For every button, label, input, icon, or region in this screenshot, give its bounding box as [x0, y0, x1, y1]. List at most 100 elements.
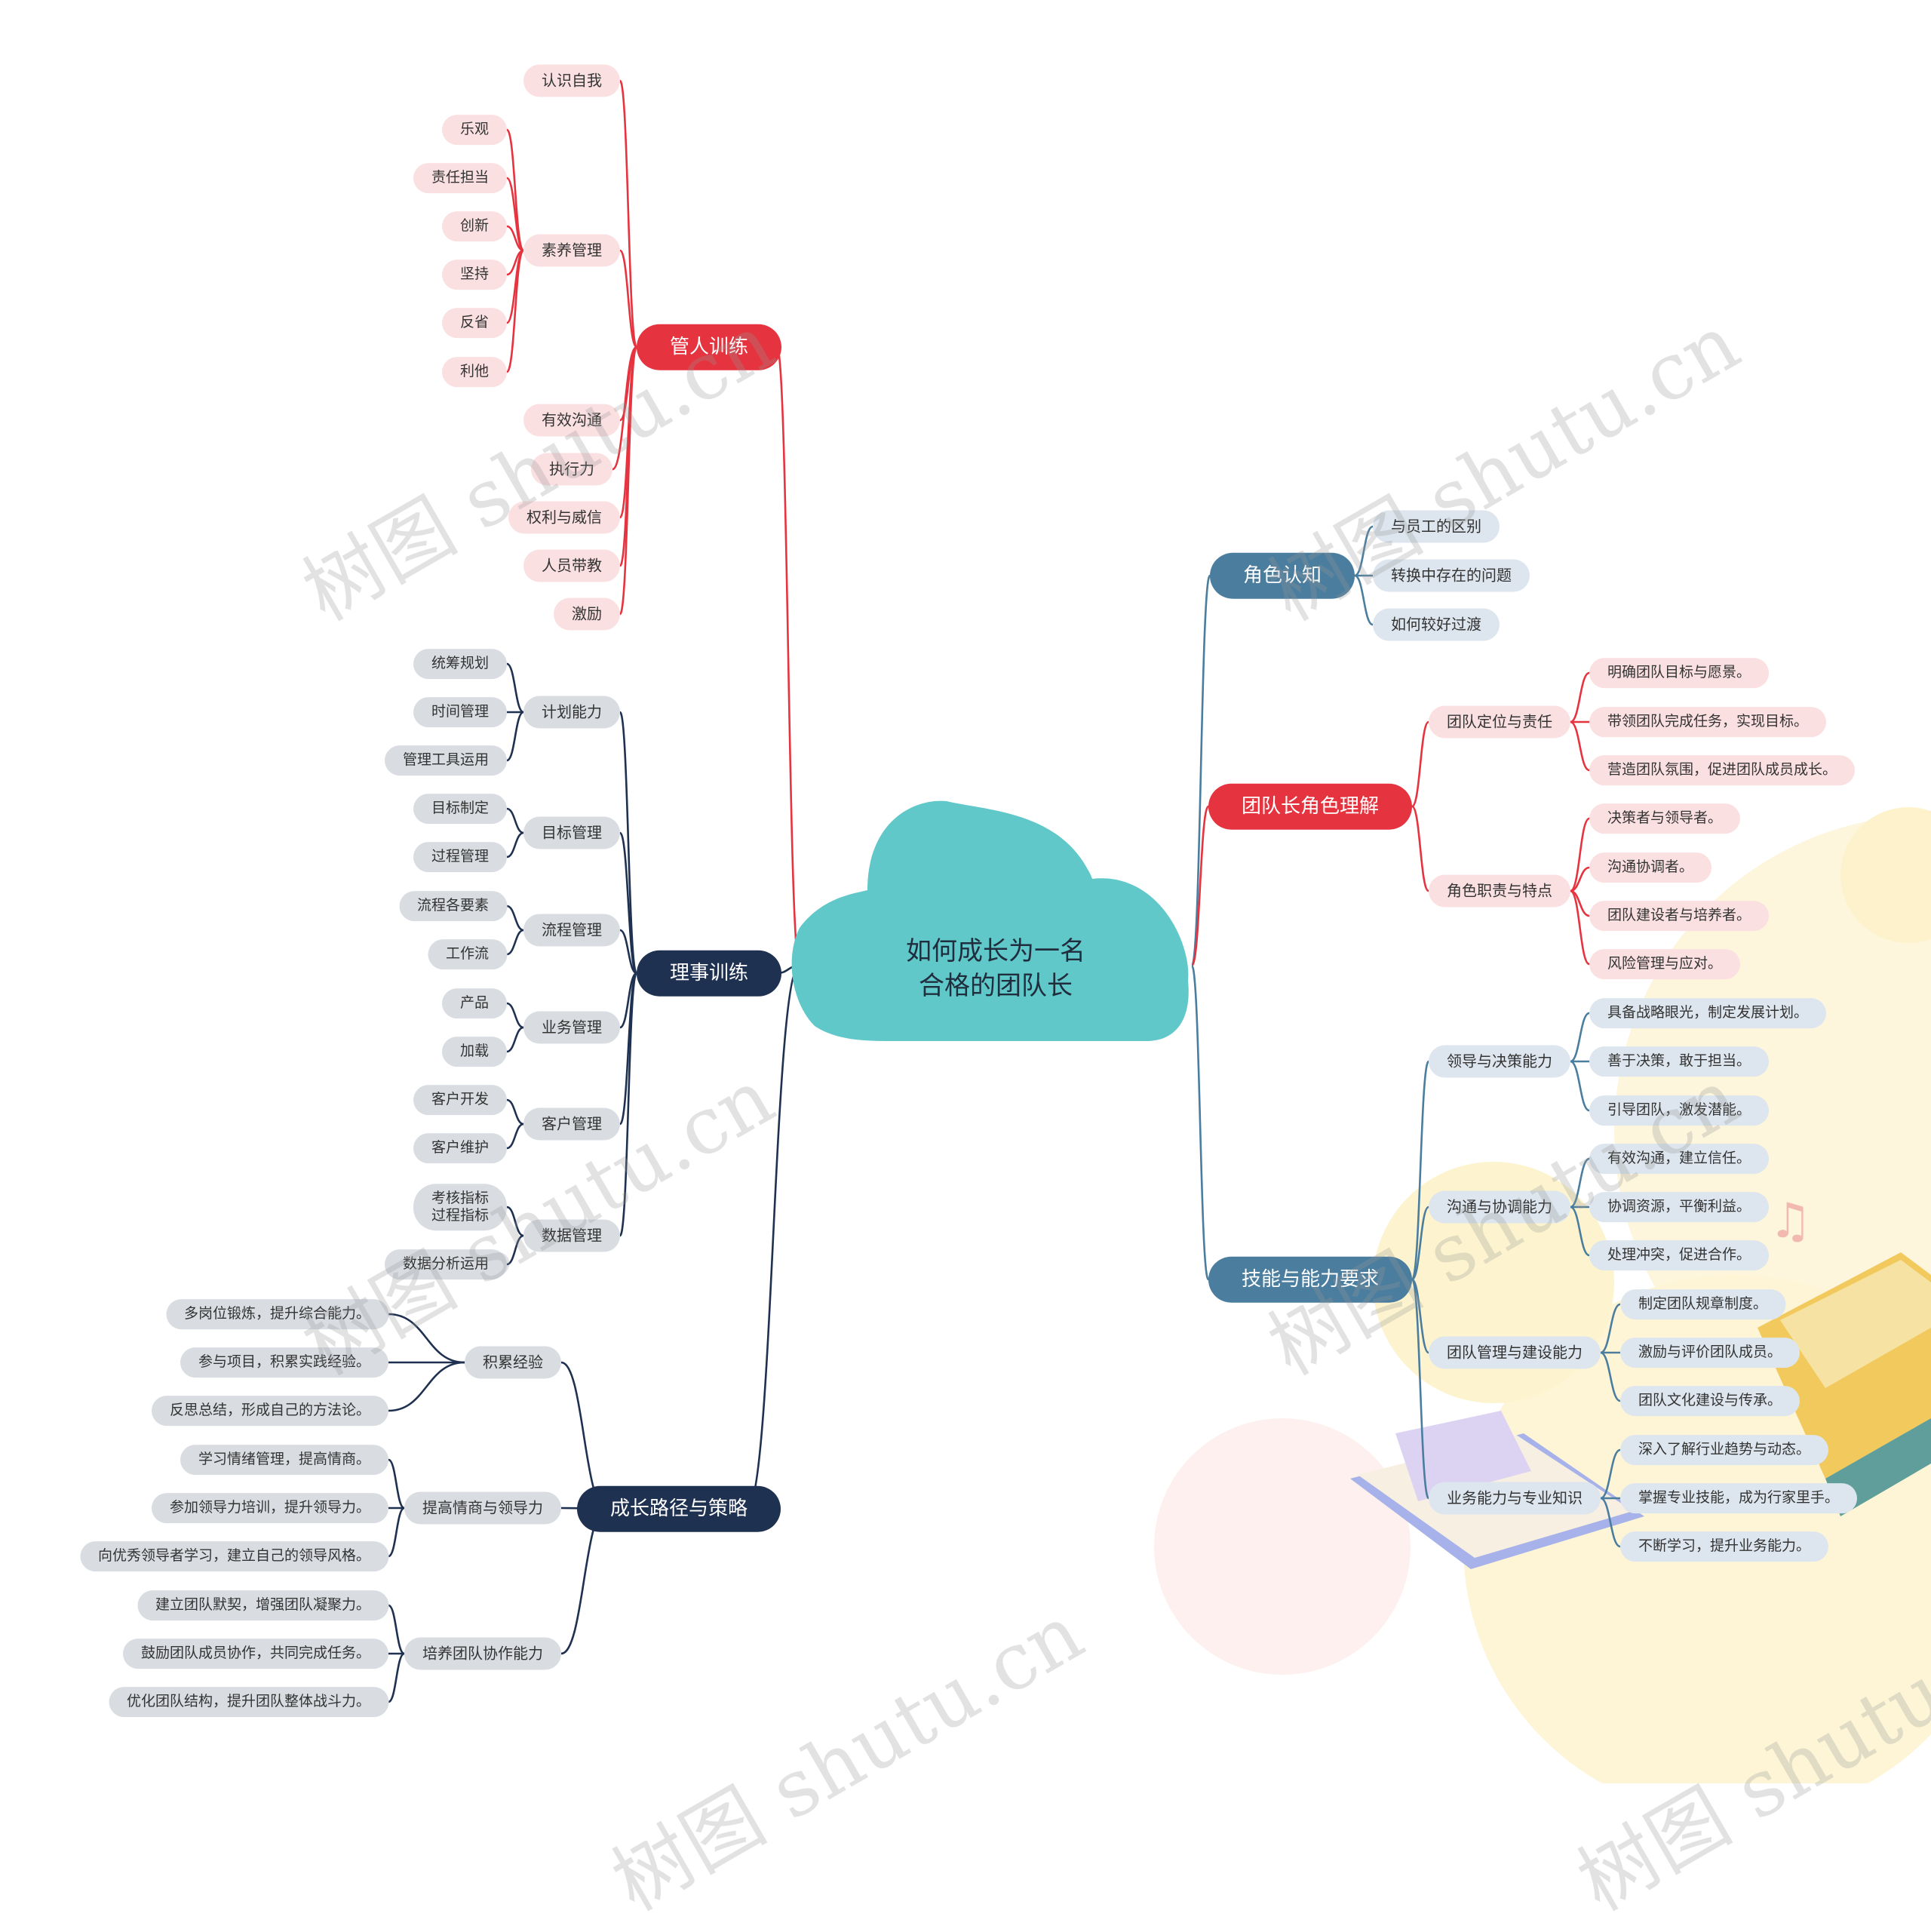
connector-line — [619, 831, 638, 975]
branch-r-2-sub-1[interactable]: 沟通与协调能力 — [1429, 1190, 1570, 1224]
branch-1-sub-4-leaf-1[interactable]: 客户维护 — [413, 1133, 508, 1163]
connector-line — [506, 1002, 524, 1029]
branch-0-sub-1-leaf-2[interactable]: 创新 — [441, 211, 508, 241]
branch-r-2-sub-0-leaf-2[interactable]: 引导团队，激发潜能。 — [1589, 1095, 1770, 1126]
connector-line — [1354, 525, 1374, 577]
branch-r-1-sub-0-leaf-0[interactable]: 明确团队目标与愿景。 — [1589, 658, 1770, 688]
branch-r-2-sub-1-leaf-2[interactable]: 处理冲突，促进合作。 — [1589, 1240, 1770, 1270]
branch-2-sub-2-leaf-1[interactable]: 鼓励团队成员协作，共同完成任务。 — [122, 1639, 389, 1669]
connector-line — [506, 831, 524, 858]
branch-0-sub-2[interactable]: 有效沟通 — [523, 404, 620, 437]
branch-1-sub-3-leaf-0[interactable]: 产品 — [441, 988, 508, 1018]
branch-0[interactable]: 管人训练 — [636, 324, 782, 370]
branch-r-1-sub-0-leaf-1[interactable]: 带领团队完成任务，实现目标。 — [1589, 707, 1827, 737]
branch-1-sub-1-leaf-1[interactable]: 过程管理 — [413, 842, 508, 872]
connector-line — [1570, 889, 1590, 966]
branch-1-sub-5[interactable]: 数据管理 — [523, 1219, 620, 1252]
branch-r-1-sub-1-leaf-3[interactable]: 风险管理与应对。 — [1589, 949, 1741, 979]
branch-0-sub-1-leaf-0[interactable]: 乐观 — [441, 115, 508, 145]
music-note-icon: ♫ — [1769, 1193, 1812, 1249]
branch-0-sub-3[interactable]: 执行力 — [531, 453, 612, 486]
connector-line — [619, 972, 638, 1237]
connector-line — [505, 177, 525, 252]
branch-r-2-sub-2-leaf-0[interactable]: 制定团队规章制度。 — [1619, 1289, 1786, 1319]
connector-line — [1411, 805, 1430, 892]
branch-2-sub-2-leaf-2[interactable]: 优化团队结构，提升团队整体战斗力。 — [108, 1687, 389, 1717]
connector-line — [1600, 1351, 1621, 1402]
branch-1-sub-2-leaf-0[interactable]: 流程各要素 — [398, 891, 508, 921]
branch-r-2-sub-3[interactable]: 业务能力与专业知识 — [1429, 1482, 1601, 1515]
branch-r-1-sub-0[interactable]: 团队定位与责任 — [1429, 705, 1570, 739]
connector-line — [506, 1098, 524, 1126]
center-topic[interactable]: 如何成长为一名 合格的团队长 — [906, 935, 1085, 1004]
connector-line — [1411, 1206, 1430, 1281]
branch-r-2-sub-2-leaf-1[interactable]: 激励与评价团队成员。 — [1619, 1338, 1801, 1368]
branch-0-sub-1-leaf-4[interactable]: 反省 — [441, 308, 508, 338]
branch-r-0-sub-0[interactable]: 与员工的区别 — [1373, 510, 1500, 543]
branch-1-sub-0-leaf-0[interactable]: 统筹规划 — [413, 649, 508, 679]
branch-1-sub-2-leaf-1[interactable]: 工作流 — [427, 939, 508, 969]
branch-r-2-sub-0-leaf-0[interactable]: 具备战略眼光，制定发展计划。 — [1589, 998, 1827, 1028]
connector-line — [1411, 720, 1430, 808]
branch-0-sub-4[interactable]: 权利与威信 — [508, 501, 620, 534]
branch-1-sub-5-leaf-1[interactable]: 数据分析运用 — [384, 1249, 508, 1279]
branch-1-sub-3-leaf-1[interactable]: 加载 — [441, 1037, 508, 1067]
branch-2-sub-0-leaf-1[interactable]: 参与项目，积累实践经验。 — [180, 1347, 389, 1378]
branch-r-2-sub-3-leaf-1[interactable]: 掌握专业技能，成为行家里手。 — [1619, 1483, 1858, 1513]
connector-line — [1570, 866, 1590, 892]
branch-r-2-sub-3-leaf-2[interactable]: 不断学习，提升业务能力。 — [1619, 1531, 1829, 1562]
branch-1-sub-0-leaf-2[interactable]: 管理工具运用 — [384, 745, 508, 776]
branch-1-sub-0[interactable]: 计划能力 — [523, 696, 620, 729]
branch-r-1-sub-1-leaf-0[interactable]: 决策者与领导者。 — [1589, 803, 1741, 834]
mind-map-canvas: ♫ 如何成长为一名 合格的团队长 管人训练 认识自我素养管理 乐观责任担当创新坚持反… — [79, 64, 1931, 1928]
branch-2-sub-0-leaf-0[interactable]: 多岗位锻炼，提升综合能力。 — [165, 1299, 389, 1329]
branch-r-2-sub-1-leaf-0[interactable]: 有效沟通，建立信任。 — [1589, 1144, 1770, 1174]
branch-r-0[interactable]: 角色认知 — [1209, 552, 1355, 599]
connector-line — [505, 249, 525, 373]
branch-1-sub-3[interactable]: 业务管理 — [523, 1011, 620, 1044]
branch-2-sub-0-leaf-2[interactable]: 反思总结，形成自己的方法论。 — [151, 1396, 389, 1426]
branch-2-sub-0[interactable]: 积累经验 — [465, 1346, 561, 1379]
branch-2-sub-1-leaf-2[interactable]: 向优秀领导者学习，建立自己的领导风格。 — [79, 1541, 389, 1571]
branch-2-sub-1-leaf-1[interactable]: 参加领导力培训，提升领导力。 — [151, 1493, 389, 1523]
branch-r-0-sub-1[interactable]: 转换中存在的问题 — [1373, 559, 1530, 592]
branch-1-sub-1-leaf-0[interactable]: 目标制定 — [413, 794, 508, 824]
branch-0-sub-1-leaf-5[interactable]: 利他 — [441, 357, 508, 387]
branch-r-2-sub-0-leaf-1[interactable]: 善于决策，敢于担当。 — [1589, 1046, 1770, 1077]
branch-1-sub-2[interactable]: 流程管理 — [523, 914, 620, 947]
branch-r-2-sub-3-leaf-0[interactable]: 深入了解行业趋势与动态。 — [1619, 1435, 1829, 1465]
branch-0-sub-1-leaf-1[interactable]: 责任担当 — [413, 163, 508, 193]
branch-1-sub-5-leaf-0[interactable]: 考核指标 过程指标 — [413, 1184, 508, 1230]
connector-line — [1600, 1448, 1621, 1500]
branch-0-sub-6[interactable]: 激励 — [554, 597, 620, 631]
branch-1-sub-0-leaf-1[interactable]: 时间管理 — [413, 697, 508, 727]
branch-r-1-sub-0-leaf-2[interactable]: 营造团队氛围，促进团队成员成长。 — [1589, 755, 1856, 785]
branch-r-1-sub-1[interactable]: 角色职责与特点 — [1429, 874, 1570, 908]
branch-r-1[interactable]: 团队长角色理解 — [1208, 783, 1413, 830]
connector-line — [619, 972, 637, 1029]
branch-0-sub-5[interactable]: 人员带教 — [523, 549, 620, 582]
branch-1-sub-4[interactable]: 客户管理 — [523, 1107, 620, 1141]
branch-2-sub-2[interactable]: 培养团队协作能力 — [404, 1637, 561, 1670]
deco-blob-pink — [1154, 1418, 1411, 1675]
branch-0-sub-1[interactable]: 素养管理 — [523, 234, 620, 267]
branch-r-1-sub-1-leaf-2[interactable]: 团队建设者与培养者。 — [1589, 901, 1770, 931]
branch-r-2-sub-2[interactable]: 团队管理与建设能力 — [1429, 1336, 1601, 1369]
connector-line — [388, 1507, 405, 1558]
branch-r-2-sub-0[interactable]: 领导与决策能力 — [1429, 1045, 1570, 1078]
branch-2-sub-1-leaf-0[interactable]: 学习情绪管理，提高情商。 — [180, 1445, 389, 1475]
branch-2[interactable]: 成长路径与策略 — [576, 1485, 781, 1532]
branch-2-sub-2-leaf-0[interactable]: 建立团队默契，增强团队凝聚力。 — [137, 1590, 389, 1620]
branch-r-1-sub-1-leaf-1[interactable]: 沟通协调者。 — [1589, 852, 1712, 883]
branch-0-sub-1-leaf-3[interactable]: 坚持 — [441, 260, 508, 290]
branch-2-sub-1[interactable]: 提高情商与领导力 — [404, 1491, 561, 1525]
branch-r-0-sub-2[interactable]: 如何较好过渡 — [1373, 608, 1500, 641]
branch-1[interactable]: 理事训练 — [636, 950, 782, 997]
branch-1-sub-1[interactable]: 目标管理 — [523, 816, 620, 849]
branch-0-sub-0[interactable]: 认识自我 — [523, 64, 620, 97]
branch-r-2-sub-2-leaf-2[interactable]: 团队文化建设与传承。 — [1619, 1386, 1801, 1416]
branch-r-2-sub-1-leaf-1[interactable]: 协调资源，平衡利益。 — [1589, 1192, 1770, 1222]
branch-r-2[interactable]: 技能与能力要求 — [1208, 1256, 1413, 1303]
connector-line — [1570, 1012, 1590, 1063]
branch-1-sub-4-leaf-0[interactable]: 客户开发 — [413, 1085, 508, 1115]
